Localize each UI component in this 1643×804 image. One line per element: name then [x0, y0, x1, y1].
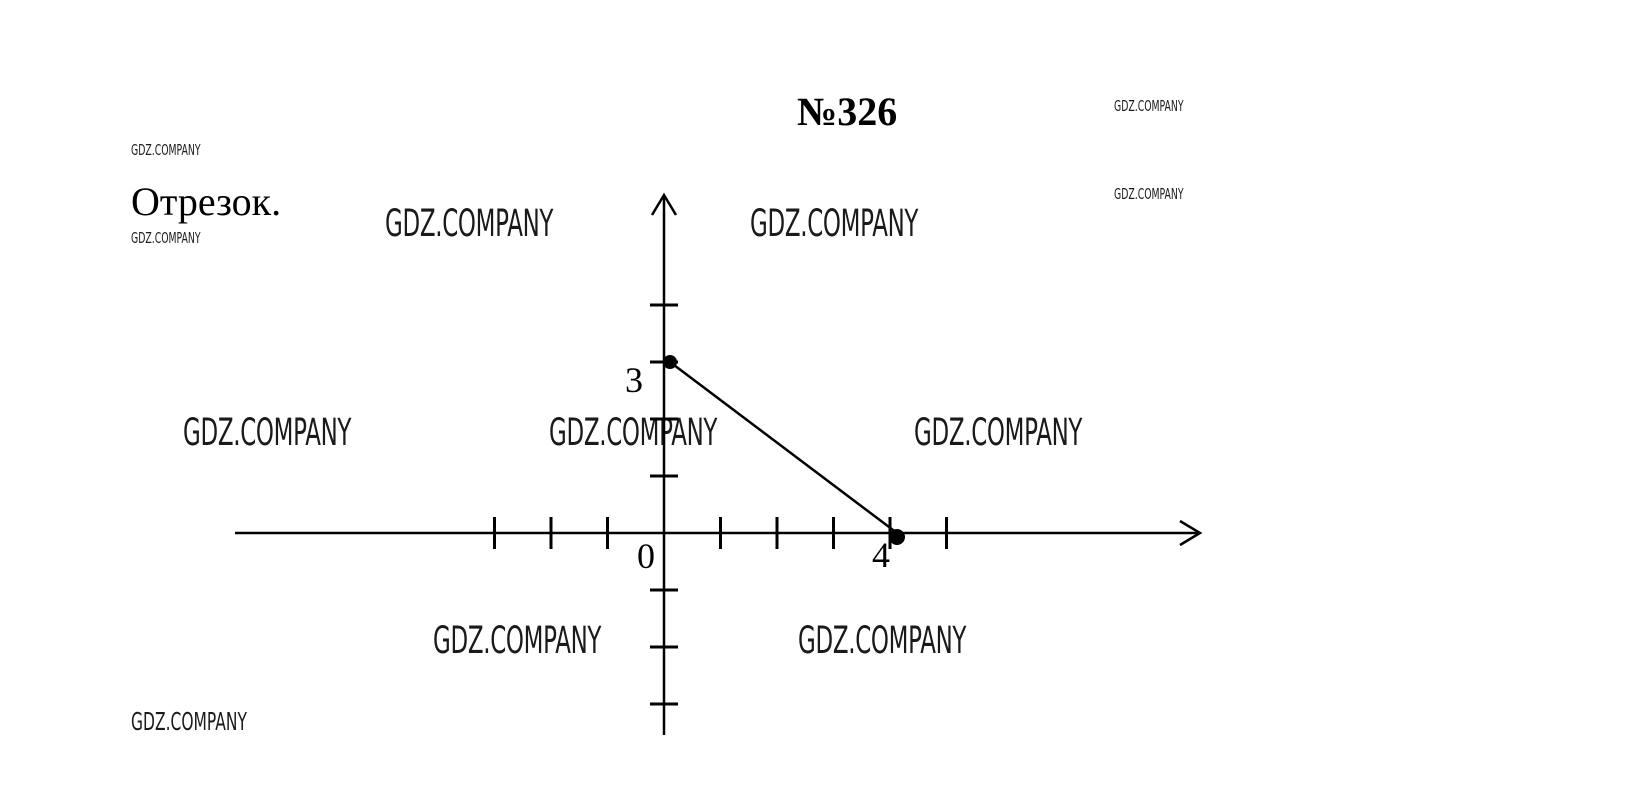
problem-subtitle: Отрезок. — [131, 179, 282, 224]
watermark: GDZ.COMPANY — [1114, 97, 1184, 115]
watermark: GDZ.COMPANY — [183, 411, 352, 454]
problem-number: №326 — [797, 89, 898, 134]
watermark: GDZ.COMPANY — [798, 619, 967, 662]
y-axis-arrow — [650, 192, 678, 216]
watermark: GDZ.COMPANY — [914, 411, 1083, 454]
watermark: GDZ.COMPANY — [750, 202, 919, 245]
watermark: GDZ.COMPANY — [385, 202, 554, 245]
watermark: GDZ.COMPANY — [131, 229, 201, 247]
x-point-label: 4 — [872, 535, 890, 575]
watermark: GDZ.COMPANY — [131, 141, 201, 159]
y-point-label: 3 — [625, 360, 643, 400]
watermark: GDZ.COMPANY — [1114, 185, 1184, 203]
x-axis-arrow — [1179, 519, 1203, 547]
segment-endpoint-a — [663, 355, 677, 369]
segment-endpoint-b — [889, 529, 905, 545]
watermark: GDZ.COMPANY — [131, 707, 247, 736]
watermark: GDZ.COMPANY — [549, 411, 718, 454]
segment-line — [669, 361, 898, 534]
watermark: GDZ.COMPANY — [433, 619, 602, 662]
origin-label: 0 — [637, 536, 655, 576]
